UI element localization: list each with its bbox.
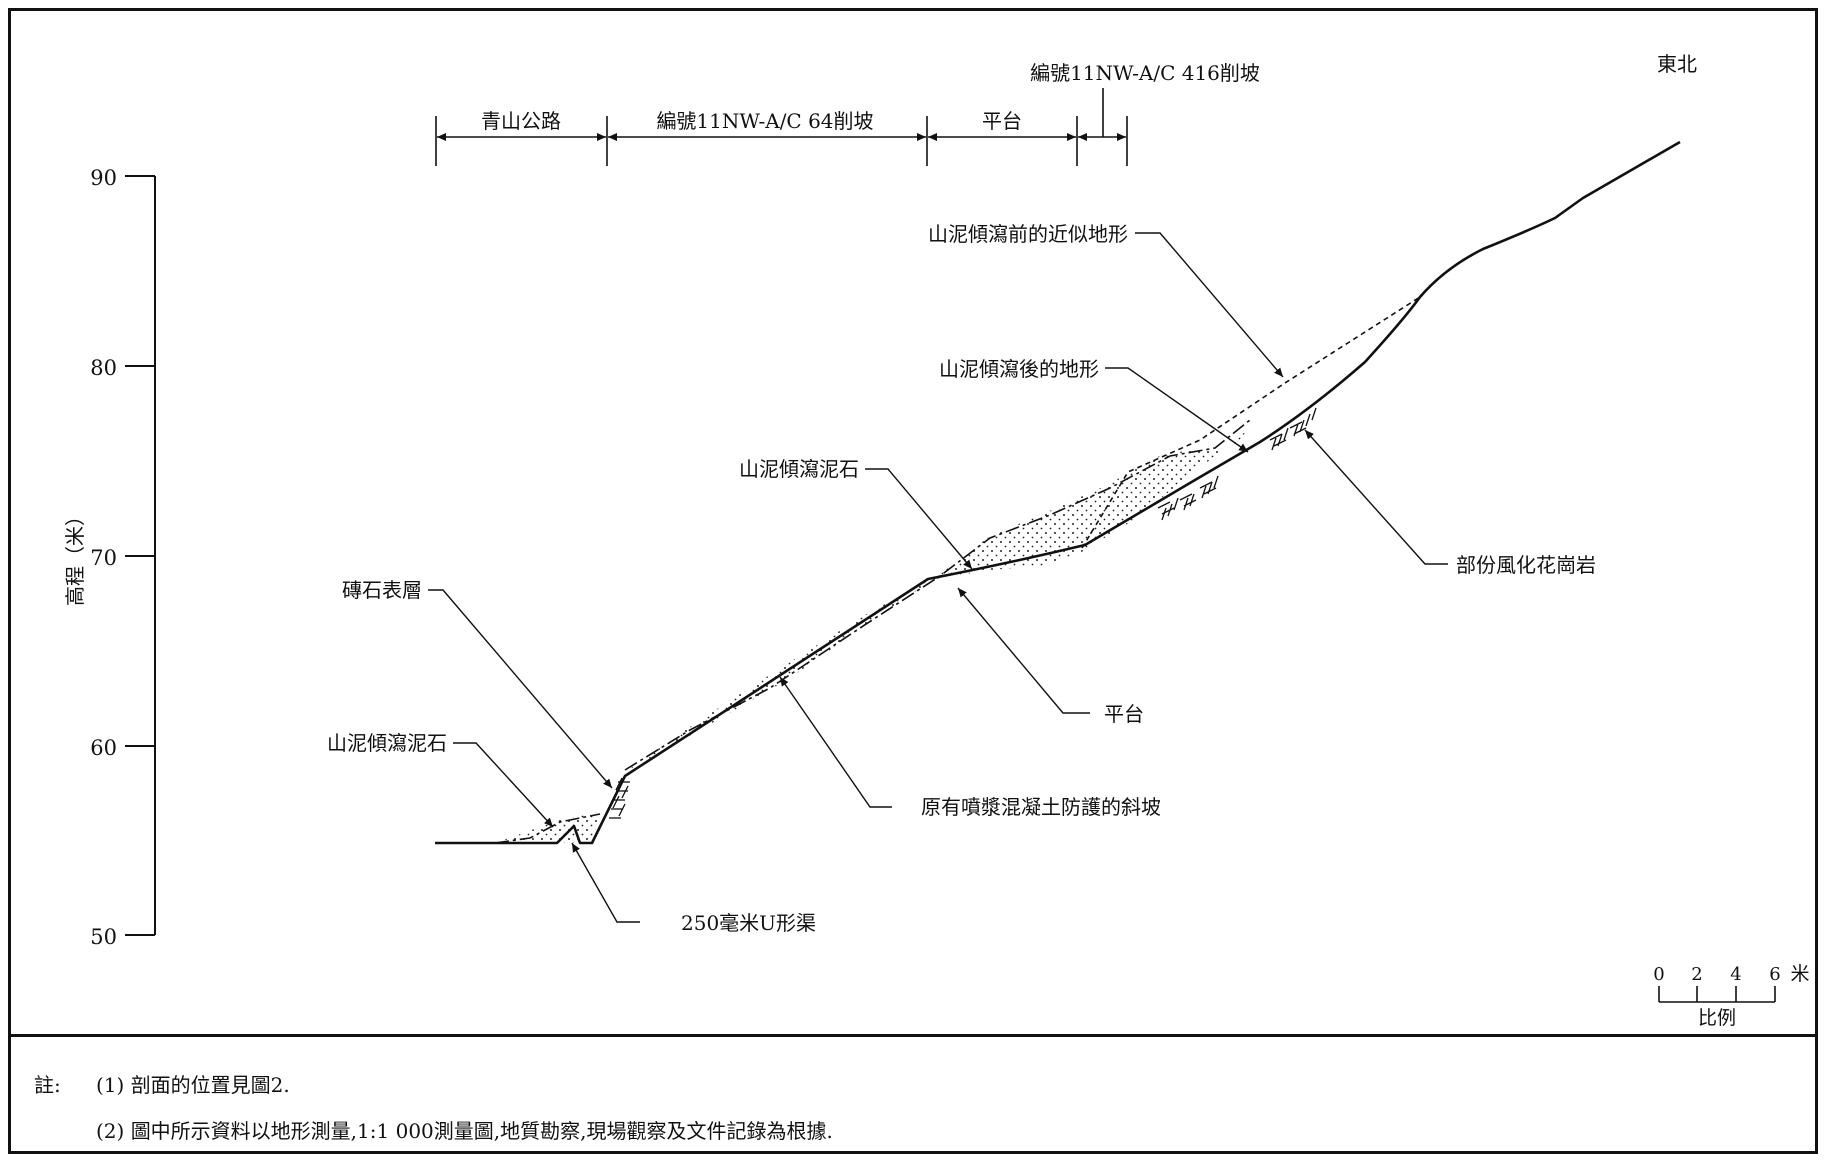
note-2: (2) 圖中所示資料以地形測量,1:1 000測量圖,地質勘察,現場觀察及文件記… <box>96 1119 833 1143</box>
ground-profile <box>435 140 1681 845</box>
y-tick-80: 80 <box>90 356 117 380</box>
label-post-landslide-terrain: 山泥傾瀉後的地形 <box>939 357 1099 381</box>
note-row-1: 註: (1) 剖面的位置見圖2. <box>34 1062 833 1108</box>
weathered-granite-hatch <box>1157 407 1317 521</box>
label-pre-landslide-terrain: 山泥傾瀉前的近似地形 <box>928 222 1128 246</box>
y-tick-50: 50 <box>90 925 117 949</box>
label-platform: 平台 <box>1104 702 1144 726</box>
scale-bar <box>1658 986 1776 1003</box>
drawing-frame <box>8 8 1818 1154</box>
y-tick-90: 90 <box>90 166 117 190</box>
note-1: (1) 剖面的位置見圖2. <box>96 1073 290 1097</box>
scale-tick-0: 0 <box>1653 964 1664 985</box>
note-row-2: (2) 圖中所示資料以地形測量,1:1 000測量圖,地質勘察,現場觀察及文件記… <box>34 1108 833 1154</box>
zone-label-platform: 平台 <box>982 109 1022 133</box>
notes-lead: 註: <box>34 1073 61 1097</box>
notes-block: 註: (1) 剖面的位置見圖2. (2) 圖中所示資料以地形測量,1:1 000… <box>34 1062 833 1154</box>
y-tick-70: 70 <box>90 546 117 570</box>
label-weathered-granite: 部份風化花崗岩 <box>1456 553 1596 577</box>
scale-tick-6: 6 <box>1769 964 1780 985</box>
label-masonry-facing: 磚石表層 <box>342 578 422 602</box>
zone-label-slope-64: 編號11NW-A/C 64削坡 <box>656 109 873 133</box>
post-landslide-surface <box>494 419 1251 844</box>
y-tick-60: 60 <box>90 736 117 760</box>
scale-unit: 米 <box>1790 963 1809 985</box>
masonry-facing-hatch <box>609 777 630 819</box>
scale-tick-2: 2 <box>1691 964 1702 985</box>
label-shotcrete-slope: 原有噴漿混凝土防護的斜坡 <box>921 795 1161 819</box>
label-u-channel: 250毫米U形渠 <box>681 911 816 935</box>
label-debris-upper: 山泥傾瀉泥石 <box>739 457 859 481</box>
y-axis-label: 高程（米） <box>63 506 87 606</box>
zone-label-road: 青山公路 <box>481 109 561 133</box>
notes-divider <box>8 1034 1818 1037</box>
notes-indent <box>34 1108 96 1154</box>
landslide-debris <box>495 418 1255 843</box>
direction-label: 東北 <box>1657 52 1697 76</box>
label-debris-lower: 山泥傾瀉泥石 <box>327 731 447 755</box>
zone-label-slope-416: 編號11NW-A/C 416削坡 <box>1030 61 1260 85</box>
scale-caption: 比例 <box>1698 1007 1736 1029</box>
scale-tick-4: 4 <box>1730 964 1741 985</box>
zone-dimensions <box>435 88 1128 166</box>
leader-lines <box>428 232 1448 923</box>
elevation-axis: 90 80 70 60 50 高程（米） <box>63 166 156 949</box>
